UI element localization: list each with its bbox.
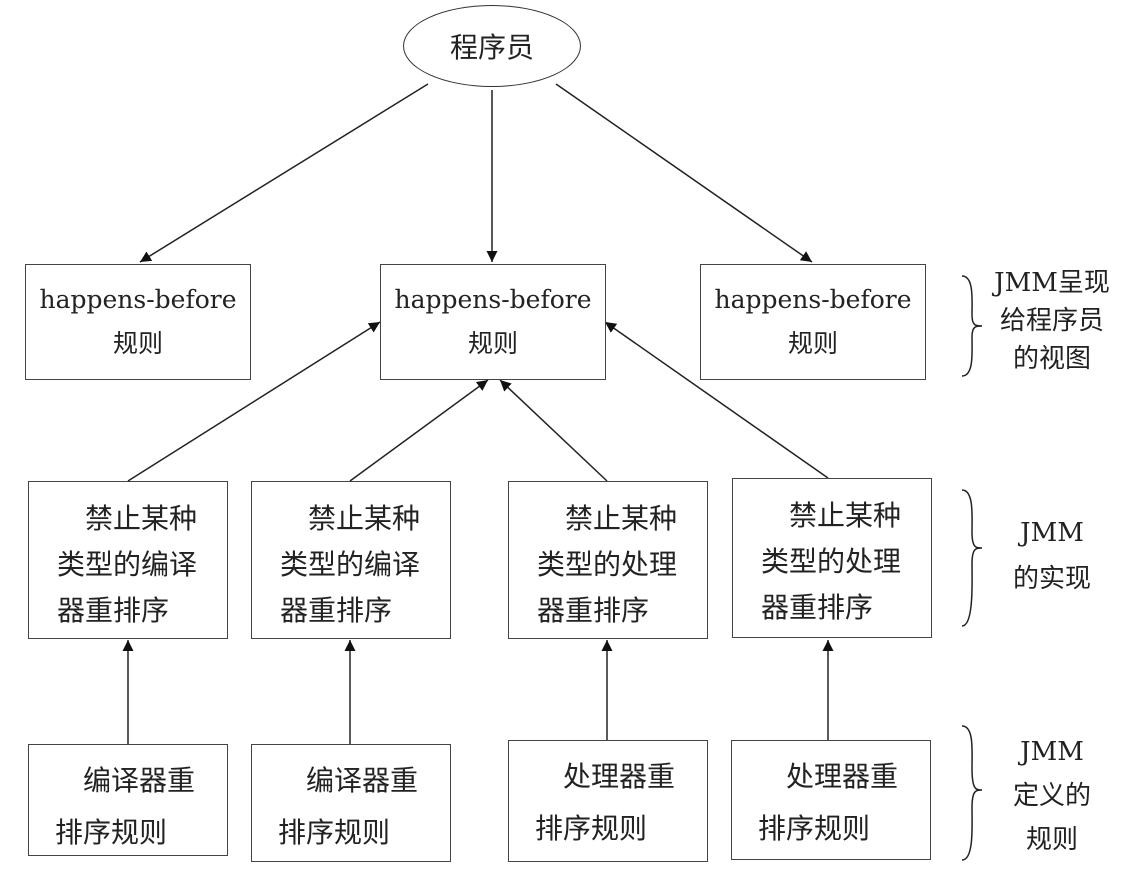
impl-box-1: 禁止某种 类型的编译 器重排序 [28,481,228,639]
hb-rule-line2: 规则 [787,329,838,358]
side-label-line: JMM呈现 [994,268,1110,298]
impl-line3: 器重排序 [761,591,874,624]
edge-impl1-to-hb [127,321,381,482]
impl-line2: 类型的编译 [280,548,421,581]
programmer-label: 程序员 [449,31,534,64]
brace-view [961,275,983,377]
side-label-line: JMM [1020,518,1084,548]
hb-rule-box-left: happens-before 规则 [25,264,251,380]
rule-line1: 编译器重 [306,764,419,797]
side-label-view: JMM呈现 给程序员 的视图 [984,264,1120,378]
hb-rule-line1: happens-before [714,285,912,314]
edge-impl4-to-hb [604,321,829,479]
side-label-line: 定义的 [1012,781,1091,811]
brace-impl [961,489,983,627]
side-label-line: 的实现 [1012,564,1091,594]
hb-rule-line1: happens-before [394,285,592,314]
impl-line2: 类型的处理 [761,545,902,578]
side-label-line: 规则 [1025,825,1078,855]
hb-rule-box-right: happens-before 规则 [700,264,926,380]
hb-rule-box-center: happens-before 规则 [380,264,606,380]
side-label-line: JMM [1020,737,1084,767]
edge-impl3-to-hb [499,379,608,482]
impl-box-3: 禁止某种 类型的处理 器重排序 [508,481,708,639]
impl-line1: 禁止某种 [789,499,902,532]
rule-box-4: 处理器重 排序规则 [731,740,931,860]
edge-impl2-to-hb [349,379,489,482]
hb-rule-line2: 规则 [112,329,163,358]
rule-line2: 排序规则 [535,812,648,845]
impl-line1: 禁止某种 [565,502,678,535]
impl-line1: 禁止某种 [85,502,198,535]
rule-line2: 排序规则 [278,816,391,849]
side-label-impl: JMM 的实现 [984,510,1120,602]
side-label-def: JMM 定义的 规则 [984,730,1120,862]
edge-top-to-hb-right [555,83,813,263]
programmer-node: 程序员 [403,5,581,87]
hb-rule-line1: happens-before [39,285,237,314]
rule-line2: 排序规则 [758,812,871,845]
rule-line1: 编译器重 [83,764,196,797]
rule-line1: 处理器重 [563,760,676,793]
side-label-line: 给程序员 [999,306,1104,336]
impl-line3: 器重排序 [537,594,650,627]
impl-box-4: 禁止某种 类型的处理 器重排序 [732,478,932,638]
rule-line1: 处理器重 [786,760,899,793]
rule-line2: 排序规则 [55,816,168,849]
edge-top-to-hb-left [139,83,429,263]
brace-def [961,725,983,861]
impl-line2: 类型的编译 [57,548,198,581]
hb-rule-line2: 规则 [467,329,518,358]
impl-line1: 禁止某种 [308,502,421,535]
rule-box-3: 处理器重 排序规则 [508,740,708,862]
impl-line2: 类型的处理 [537,548,678,581]
impl-line3: 器重排序 [280,594,393,627]
impl-box-2: 禁止某种 类型的编译 器重排序 [251,481,451,639]
side-label-line: 的视图 [1012,344,1091,374]
rule-box-2: 编译器重 排序规则 [251,744,451,862]
impl-line3: 器重排序 [57,594,170,627]
rule-box-1: 编译器重 排序规则 [28,744,228,856]
